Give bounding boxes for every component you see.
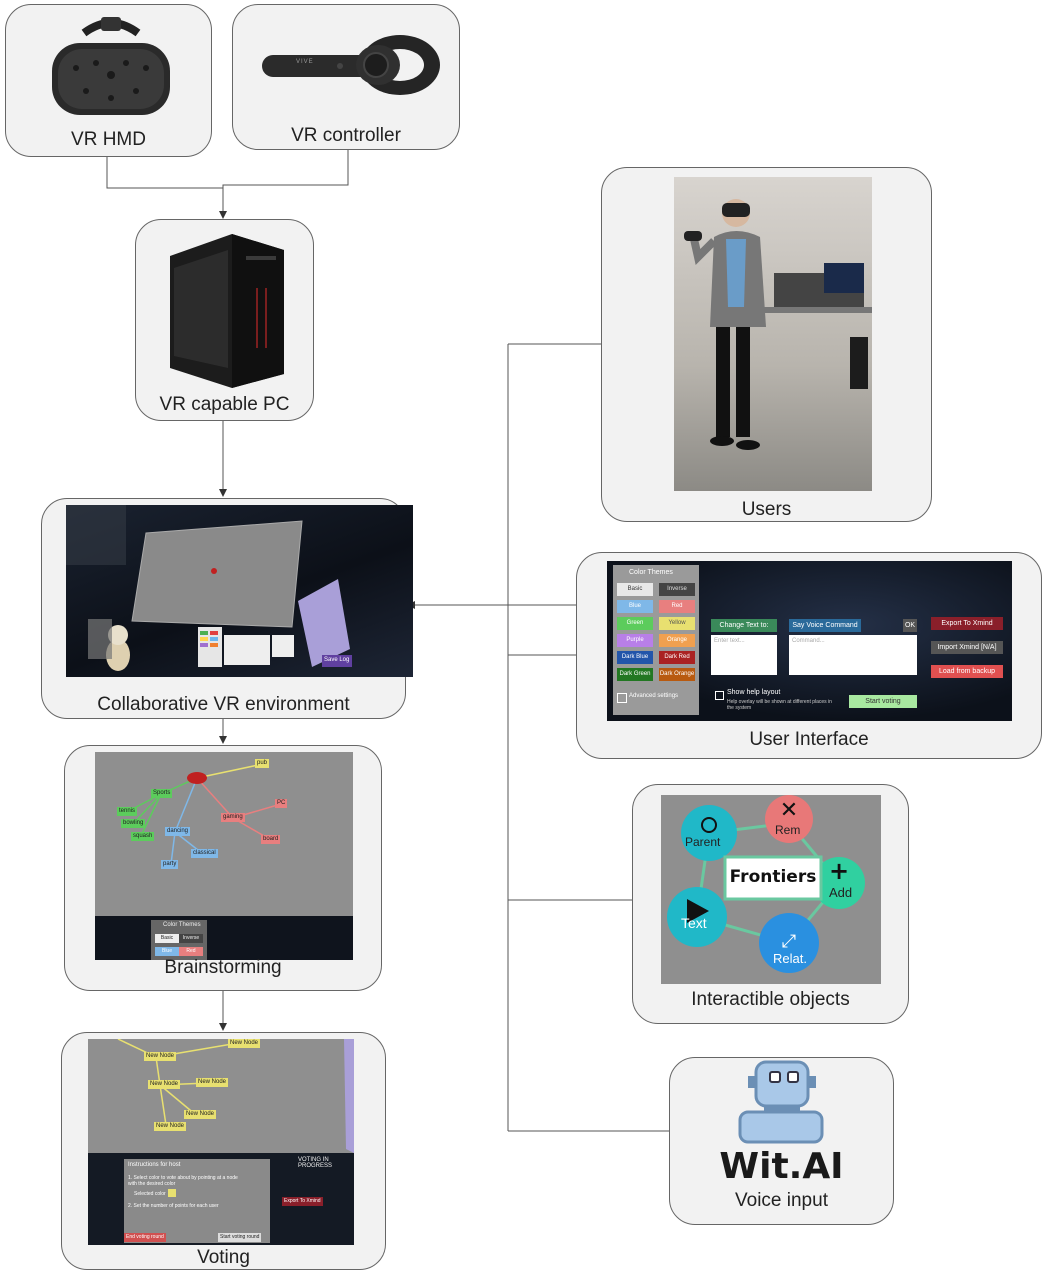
vr-pc-label: VR capable PC [159,394,290,415]
pc-tower-image [162,228,292,390]
vive-brand: VIVE [296,59,314,65]
help-note: Help overlay will be shown at different … [727,699,832,711]
vote-node-4[interactable]: New Node [184,1110,217,1119]
theme-button-dark-red[interactable]: Dark Red [659,651,695,664]
relat-button[interactable]: Relat. [773,951,807,966]
vr-controller-image: VIVE [258,21,443,101]
theme-inverse[interactable]: Inverse [179,934,203,943]
collab-env-label: Collaborative VR environment [97,694,350,715]
brainstorm-color-panel: Color Themes Basic Inverse Blue Red [151,920,207,960]
vr-hmd-image [46,13,176,123]
theme-button-green[interactable]: Green [617,617,653,630]
parent-button[interactable]: Parent [685,835,721,849]
svg-text:⤢: ⤢ [782,931,797,952]
frontiers-node[interactable]: Frontiers [729,867,817,887]
node-tennis[interactable]: tennis [117,807,138,816]
change-text-button[interactable]: Change Text to: [711,619,777,632]
theme-button-red[interactable]: Red [659,600,695,613]
users-label: Users [741,499,792,520]
vote-node-1[interactable]: New Node [144,1052,177,1061]
vr-hmd-label: VR HMD [71,129,146,150]
theme-button-orange[interactable]: Orange [659,634,695,647]
node-gaming[interactable]: gaming [221,813,245,822]
show-help-label: Show help layout [727,689,781,696]
text-button[interactable]: Text [681,915,707,931]
brainstorming-label: Brainstorming [164,957,282,978]
start-voting-round-button[interactable]: Start voting round [218,1233,262,1242]
ok-button[interactable]: OK [903,619,917,632]
node-dancing[interactable]: dancing [165,827,191,836]
rem-button[interactable]: Rem [775,823,801,837]
theme-blue[interactable]: Blue [155,947,179,956]
add-button[interactable]: Add [829,885,853,900]
selected-color-swatch [168,1189,176,1197]
node-party[interactable]: party [161,860,179,869]
import-xmind-button[interactable]: Import Xmind [N/A] [931,641,1003,654]
load-backup-button[interactable]: Load from backup [931,665,1003,678]
interactible-box: ✕ + ⤢ Parent Rem Add Text Relat. Frontie… [632,784,909,1024]
interactible-screenshot: ✕ + ⤢ Parent Rem Add Text Relat. Frontie… [661,795,881,984]
users-photo [674,177,872,491]
svg-text:✕: ✕ [780,798,798,823]
node-sports[interactable]: Sports [151,789,173,798]
brainstorm-screenshot: pub Sports gaming PC board dancing class… [95,752,353,960]
theme-button-basic[interactable]: Basic [617,583,653,596]
svg-text:+: + [829,857,849,885]
interactible-label: Interactible objects [691,989,850,1010]
voice-input-label: Voice input [735,1190,828,1211]
node-pub[interactable]: pub [255,759,270,768]
theme-button-dark-green[interactable]: Dark Green [617,668,653,681]
robot-icon [738,1060,824,1144]
voice-input-box: Wit.AI Voice input [669,1057,894,1225]
theme-button-yellow[interactable]: Yellow [659,617,695,630]
vote-node-5[interactable]: New Node [154,1122,187,1131]
theme-basic[interactable]: Basic [155,934,179,943]
show-help-checkbox[interactable] [715,691,724,700]
theme-button-dark-blue[interactable]: Dark Blue [617,651,653,664]
collab-env-box: Save Log Collaborative VR environment [41,498,413,719]
witai-logo: Wit.AI [719,1146,844,1187]
vr-controller-box: VIVE VR controller [232,4,460,150]
user-interface-label: User Interface [749,729,869,750]
theme-button-dark-orange[interactable]: Dark Orange [659,668,695,681]
vr-controller-label: VR controller [291,125,401,146]
brainstorming-box: pub Sports gaming PC board dancing class… [64,745,382,991]
vote-node-6[interactable]: New Node [228,1039,261,1048]
theme-button-blue[interactable]: Blue [617,600,653,613]
voting-progress-label: VOTING IN PROGRESS [298,1157,333,1169]
users-box: Users [601,167,932,522]
change-text-input[interactable]: Enter text... [711,635,777,675]
advanced-settings-label: Advanced settings [629,693,679,699]
theme-button-inverse[interactable]: Inverse [659,583,695,596]
collab-env-screenshot: Save Log [66,505,413,677]
node-board[interactable]: board [261,835,281,844]
export-xmind-button[interactable]: Export To Xmind [931,617,1003,630]
vote-node-2[interactable]: New Node [148,1080,181,1089]
node-bowling[interactable]: bowling [121,819,146,828]
voting-export-button[interactable]: Export To Xmind [282,1197,323,1206]
voice-command-input[interactable]: Command... [789,635,917,675]
end-voting-round-button[interactable]: End voting round [124,1233,166,1242]
vr-hmd-box: VR HMD [5,4,212,157]
advanced-settings-checkbox[interactable] [617,693,627,703]
theme-button-purple[interactable]: Purple [617,634,653,647]
voting-screenshot: New Node New Node New Node New Node New … [88,1039,354,1245]
voting-box: New Node New Node New Node New Node New … [61,1032,386,1270]
node-pc[interactable]: PC [275,799,288,808]
theme-red[interactable]: Red [179,947,203,956]
voting-label: Voting [197,1247,250,1268]
vr-pc-box: VR capable PC [135,219,314,421]
voting-host-panel: Instructions for host 1. Select color to… [124,1159,270,1243]
node-classical[interactable]: classical [191,849,218,858]
start-voting-button[interactable]: Start voting [849,695,917,708]
vote-node-3[interactable]: New Node [196,1078,229,1087]
voice-command-button[interactable]: Say Voice Command [789,619,861,632]
save-log-button[interactable]: Save Log [324,657,350,663]
node-squash[interactable]: squash [131,832,155,841]
